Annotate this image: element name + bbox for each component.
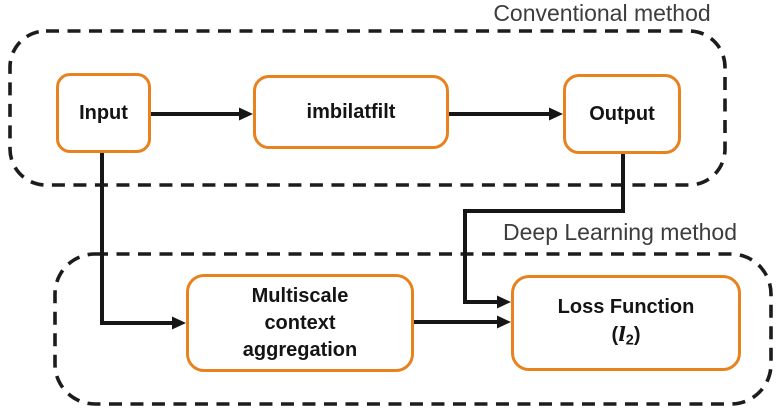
arrowhead-multiscale-loss — [497, 315, 511, 329]
arrowhead-output-loss — [497, 295, 511, 309]
node-output-label: Output — [589, 102, 655, 125]
node-multiscale-context-aggregation: Multiscale context aggregation — [186, 274, 414, 372]
arrowhead-imbilatfilt-output — [549, 107, 563, 121]
node-output: Output — [563, 74, 681, 154]
node-multiscale-label-line3: aggregation — [242, 338, 358, 361]
node-imbilatfilt-label: imbilatfilt — [306, 100, 396, 123]
node-input: Input — [56, 73, 151, 153]
conventional-group-border — [8, 29, 727, 187]
edge-output-loss — [463, 153, 625, 304]
node-input-label: Input — [79, 101, 128, 124]
node-loss-function: Loss Function (l2) — [511, 275, 741, 371]
node-loss-title: Loss Function — [557, 296, 695, 319]
node-loss-math: (l2) — [612, 321, 641, 351]
loss-l-symbol: l — [618, 322, 626, 347]
loss-paren-open: ( — [611, 324, 619, 347]
conventional-group-label: Conventional method — [493, 0, 711, 26]
deep-learning-group-label: Deep Learning method — [503, 219, 737, 245]
arrowhead-input-multiscale — [172, 316, 186, 330]
node-imbilatfilt: imbilatfilt — [253, 75, 449, 149]
loss-subscript-2: 2 — [625, 333, 634, 350]
loss-paren-close: ) — [633, 324, 641, 347]
arrowhead-input-imbilatfilt — [239, 107, 253, 121]
edge-input-multiscale — [100, 152, 176, 325]
deep-learning-group-border — [53, 252, 773, 406]
node-multiscale-label-line2: context — [264, 311, 336, 334]
node-multiscale-label-line1: Multiscale — [251, 284, 349, 307]
